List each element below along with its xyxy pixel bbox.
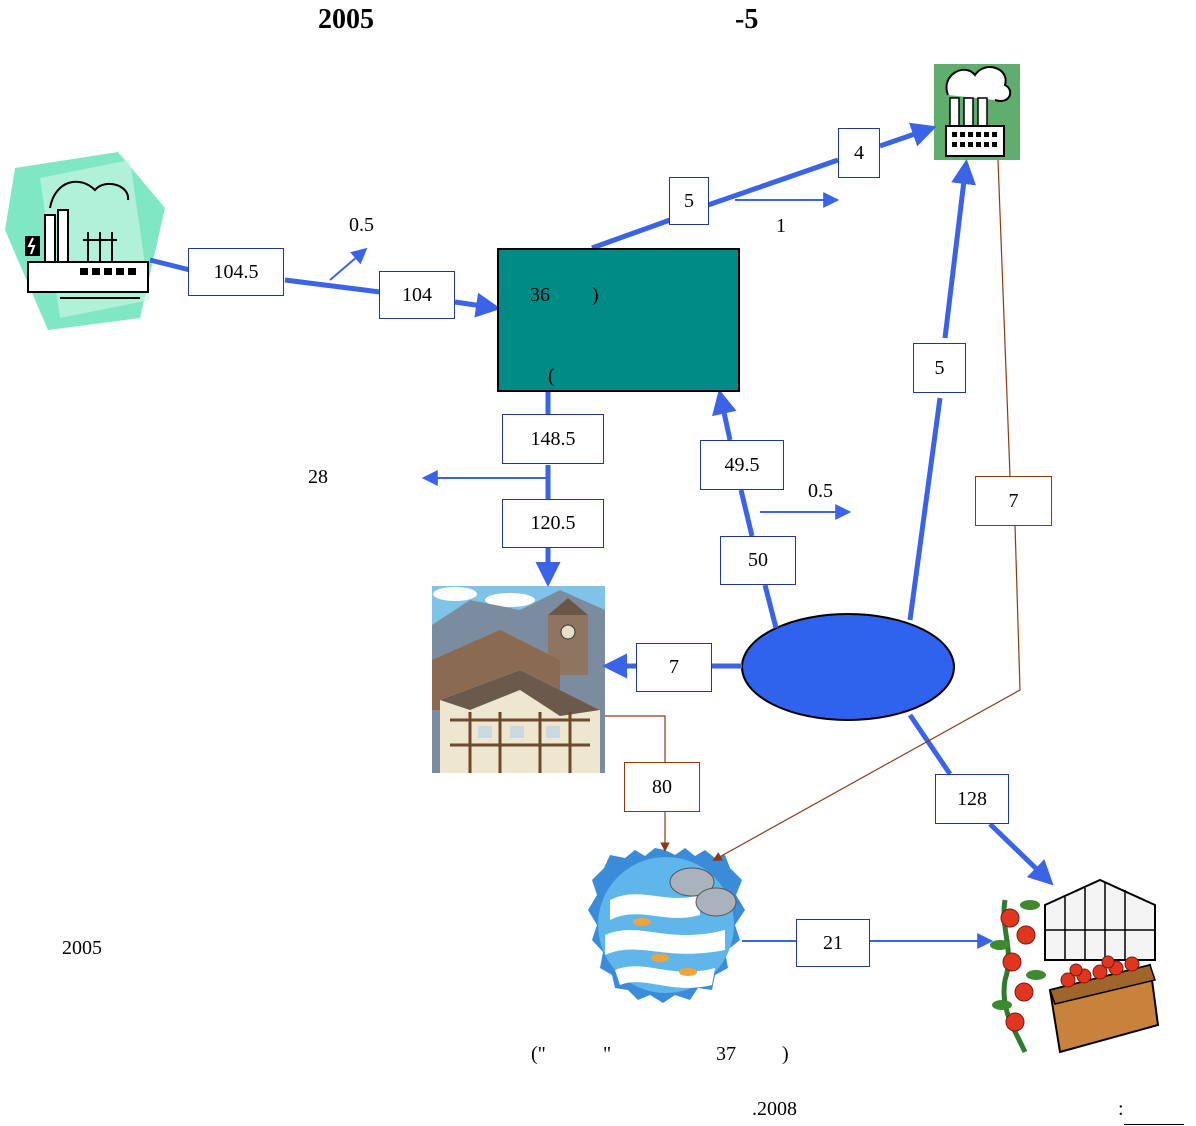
flow-to-reservoir: [454, 292, 501, 318]
flow-box-lake-up: 50: [720, 536, 796, 585]
flow-lake-industry1: [907, 397, 943, 621]
flow-box-reservoir-industry-b: 4: [838, 128, 880, 178]
caption-paren: ): [782, 1043, 789, 1065]
flow-box-reservoir-industry-a: 5: [669, 177, 709, 225]
flow-lake-agri2: [988, 822, 1054, 886]
flow-res-up1: [591, 217, 671, 251]
factory-icon: [934, 64, 1020, 160]
reservoir-value: 36: [530, 284, 550, 306]
flow-plant-loss: [329, 247, 368, 281]
flow-to-industry: [879, 122, 937, 149]
flow-to-reservoir-up: [712, 389, 737, 441]
footer-underline: [1124, 1124, 1184, 1125]
flow-plant-out: [149, 257, 191, 273]
figure-number: -5: [735, 4, 759, 35]
title-year: 2005: [318, 4, 374, 35]
reservoir-node: [497, 248, 740, 392]
footer-colon: :: [1118, 1098, 1124, 1120]
power-plant-icon: [5, 152, 165, 330]
flow-box-to-city: 120.5: [502, 499, 604, 548]
flow-industry-waste2: [712, 524, 1021, 861]
flow-lake-agri1: [907, 713, 953, 776]
reservoir-paren-close: ): [592, 284, 599, 306]
caption-number: 37: [716, 1043, 736, 1065]
flow-box-lake-industry: 5: [913, 343, 966, 393]
water-outfall-icon: [588, 848, 745, 1003]
caption-quote-open: (": [531, 1043, 546, 1065]
industry-loss-label: 1: [776, 215, 786, 237]
flow-box-city-waste: 80: [624, 762, 700, 812]
caption-quote-close: ": [603, 1043, 612, 1065]
flow-box-lake-agri: 128: [935, 774, 1009, 824]
upstream-loss-label: 0.5: [808, 480, 833, 502]
flow-lake-up2: [738, 489, 755, 537]
flow-box-waste-agri: 21: [796, 919, 870, 967]
side-loss-label: 28: [308, 466, 328, 488]
flow-city-waste: [605, 715, 666, 762]
flow-lake-industry2: [942, 159, 977, 339]
flow-plant-mid: [284, 277, 381, 295]
city-icon: [432, 586, 605, 773]
flow-box-lake-city: 7: [636, 643, 712, 692]
footer-year: .2008: [752, 1098, 797, 1120]
lake-node: [741, 613, 955, 721]
left-year-note: 2005: [62, 937, 102, 959]
reservoir-paren-open: (: [548, 365, 555, 387]
flow-box-upstream: 49.5: [700, 440, 784, 490]
flow-res-up2: [707, 157, 839, 208]
flow-industry-waste: [997, 159, 1011, 477]
flow-lake-up1: [762, 584, 779, 629]
greenhouse-icon: [990, 878, 1160, 1054]
flow-box-plant-out: 104.5: [188, 248, 284, 296]
flow-box-reservoir-out: 148.5: [502, 414, 604, 464]
plant-loss-label: 0.5: [349, 214, 374, 236]
flow-box-industry-waste: 7: [975, 476, 1052, 526]
flow-box-to-reservoir: 104: [379, 271, 455, 319]
